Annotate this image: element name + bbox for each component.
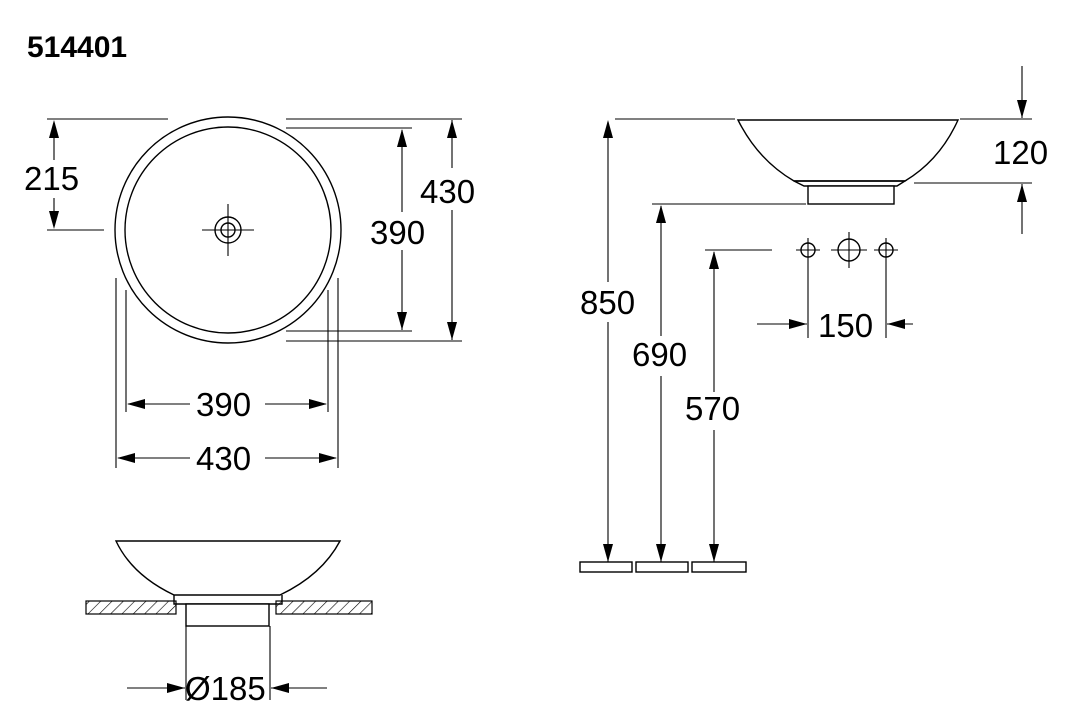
drawing-title: 514401 xyxy=(27,31,127,64)
dim-tap-spacing-label: 150 xyxy=(818,307,873,344)
basin-inner-rim xyxy=(124,126,332,334)
tap-hole-right-icon xyxy=(874,238,898,262)
top-view: 215 390 430 390 430 xyxy=(24,116,475,477)
counter-right xyxy=(275,600,373,615)
side-bowl-profile xyxy=(736,119,960,182)
section-view: Ø185 xyxy=(85,540,373,707)
floor-plate-mid xyxy=(635,561,689,573)
dim-215-label: 215 xyxy=(24,160,79,197)
floor-plate-right xyxy=(691,561,747,573)
dim-570-label: 570 xyxy=(685,390,740,427)
side-drain-base xyxy=(807,185,895,205)
dim-outer-width-label: 430 xyxy=(196,440,251,477)
counter-left xyxy=(85,600,177,615)
floor-plate-left xyxy=(579,561,633,573)
dim-inner-height-label: 390 xyxy=(370,214,425,251)
side-view: 120 850 690 570 xyxy=(579,66,1048,573)
drain-icon xyxy=(202,204,254,256)
dim-850-label: 850 xyxy=(580,284,635,321)
basin-outer-rim xyxy=(114,116,342,344)
tap-hole-center-icon xyxy=(831,232,867,268)
dim-inner-width-label: 390 xyxy=(196,386,251,423)
dim-height-label: 120 xyxy=(993,134,1048,171)
dim-outer-height-label: 430 xyxy=(420,173,475,210)
dim-690-label: 690 xyxy=(632,336,687,373)
tap-hole-left-icon xyxy=(796,238,820,262)
drain-base xyxy=(185,603,270,627)
bowl-profile xyxy=(114,540,342,596)
dim-diameter-label: Ø185 xyxy=(185,670,266,707)
